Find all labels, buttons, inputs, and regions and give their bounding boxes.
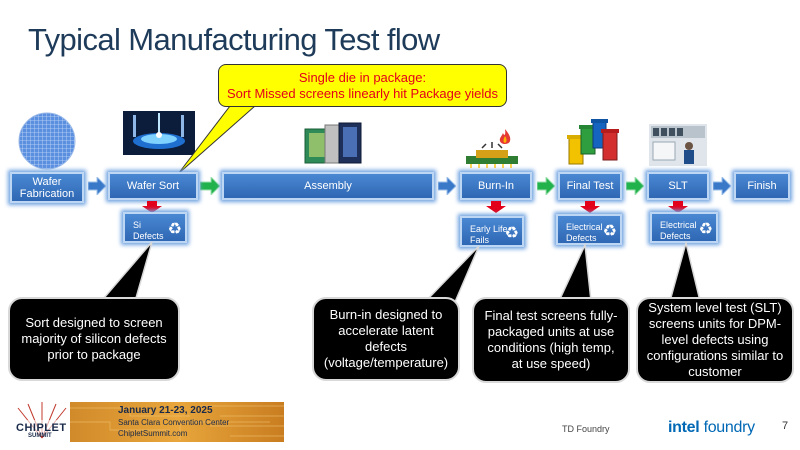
flame-icon (499, 129, 511, 144)
stage-slt-label: SLT (668, 180, 688, 192)
stage-final-test: Final Test (558, 172, 622, 200)
stage-finish: Finish (734, 172, 790, 200)
stage-assembly-label: Assembly (304, 180, 352, 192)
callout-pointer-slt (669, 241, 701, 302)
defect-electrical-final: Electrical Defects ♻ (556, 214, 622, 245)
stage-slt: SLT (647, 172, 709, 200)
stage-wafer-fabrication-line1: Wafer (32, 175, 62, 188)
stage-wafer-sort: Wafer Sort (108, 172, 198, 200)
arrow-final-to-slt (626, 177, 644, 195)
arrow-assembly-to-burnin (438, 177, 456, 195)
stage-burn-in-label: Burn-In (477, 180, 515, 192)
stage-wafer-fabrication: Wafer Fabrication (10, 172, 84, 203)
defect-si-line1: Si (133, 220, 142, 230)
callout-burn-in: Burn-in designed to accelerate latent de… (312, 297, 460, 381)
callout-final-test: Final test screens fully-packaged units … (472, 297, 630, 383)
defect-electrical-slt-line1: Electrical (660, 220, 697, 230)
defect-early-life-line2: Fails (470, 235, 490, 245)
callout-pointer-final (557, 243, 592, 302)
event-info-panel: January 21-23, 2025 Santa Clara Conventi… (70, 402, 284, 442)
recycle-icon: ♻ (602, 223, 617, 240)
wafer-sort-photo (123, 111, 195, 155)
defect-si-line2: Defects (133, 231, 164, 241)
defect-electrical-slt: Electrical Defects ♻ (650, 212, 718, 243)
yellow-callout-pointer (177, 105, 257, 175)
recycle-icon: ♻ (504, 225, 519, 242)
arrow-slt-to-finish (713, 177, 731, 195)
arrow-down-burnin (486, 201, 506, 213)
intel-logo-word: intel (668, 419, 700, 436)
bins-icon (567, 119, 619, 165)
wafer-icon (18, 112, 76, 170)
defect-electrical-final-line2: Defects (566, 233, 597, 243)
foundry-logo-word: foundry (703, 419, 756, 436)
chiplet-summit-logo (12, 402, 72, 439)
event-banner: CHIPLET SUMMIT January 21-23, 2025 Santa… (12, 402, 284, 442)
defect-si: Si Defects ♻ (123, 212, 187, 243)
callout-slt: System level test (SLT) screens units fo… (636, 297, 794, 383)
page-number: 7 (782, 420, 789, 432)
recycle-icon: ♻ (698, 221, 713, 238)
stage-finish-label: Finish (747, 180, 777, 192)
intel-foundry-logo: intel foundry (668, 419, 755, 437)
slt-lab-photo (649, 124, 707, 166)
callout-pointer-sort (102, 241, 153, 299)
event-dates: January 21-23, 2025 (118, 405, 213, 416)
yield-callout-line1: Single die in package: (298, 70, 427, 85)
page-title: Typical Manufacturing Test flow (28, 22, 440, 57)
stage-wafer-fabrication-line2: Fabrication (19, 187, 75, 200)
burn-in-chip-icon (466, 142, 518, 168)
defect-electrical-slt-line2: Defects (660, 231, 691, 241)
assembly-packages-icon (304, 122, 362, 164)
event-venue: Santa Clara Convention Center (118, 418, 230, 427)
recycle-icon: ♻ (167, 221, 182, 238)
stage-assembly: Assembly (222, 172, 434, 200)
callout-pointer-burnin (423, 245, 480, 303)
arrow-down-slt (668, 201, 688, 213)
arrow-burnin-to-final (537, 177, 555, 195)
yield-callout-line2: Sort Missed screens linearly hit Package… (227, 86, 498, 101)
logo-chiplet-text: CHIPLET (16, 422, 67, 434)
defect-early-life: Early Life Fails ♻ (460, 216, 524, 247)
arrow-sort-to-assembly (200, 177, 220, 195)
arrow-fab-to-sort (88, 177, 106, 195)
defect-electrical-final-line1: Electrical (566, 222, 603, 232)
stage-final-test-label: Final Test (566, 180, 614, 192)
yield-callout: Single die in package: Sort Missed scree… (218, 64, 507, 107)
event-url: ChipletSummit.com (118, 429, 188, 438)
td-foundry-label: TD Foundry (562, 424, 610, 434)
arrow-down-sort (142, 201, 162, 213)
logo-summit-text: SUMMIT (28, 433, 52, 439)
arrow-down-final (580, 201, 600, 213)
stage-burn-in: Burn-In (460, 172, 532, 200)
callout-sort: Sort designed to screen majority of sili… (8, 297, 180, 381)
stage-wafer-sort-label: Wafer Sort (126, 180, 180, 192)
defect-early-life-line1: Early Life (470, 224, 508, 234)
circuit-pattern (70, 405, 284, 440)
